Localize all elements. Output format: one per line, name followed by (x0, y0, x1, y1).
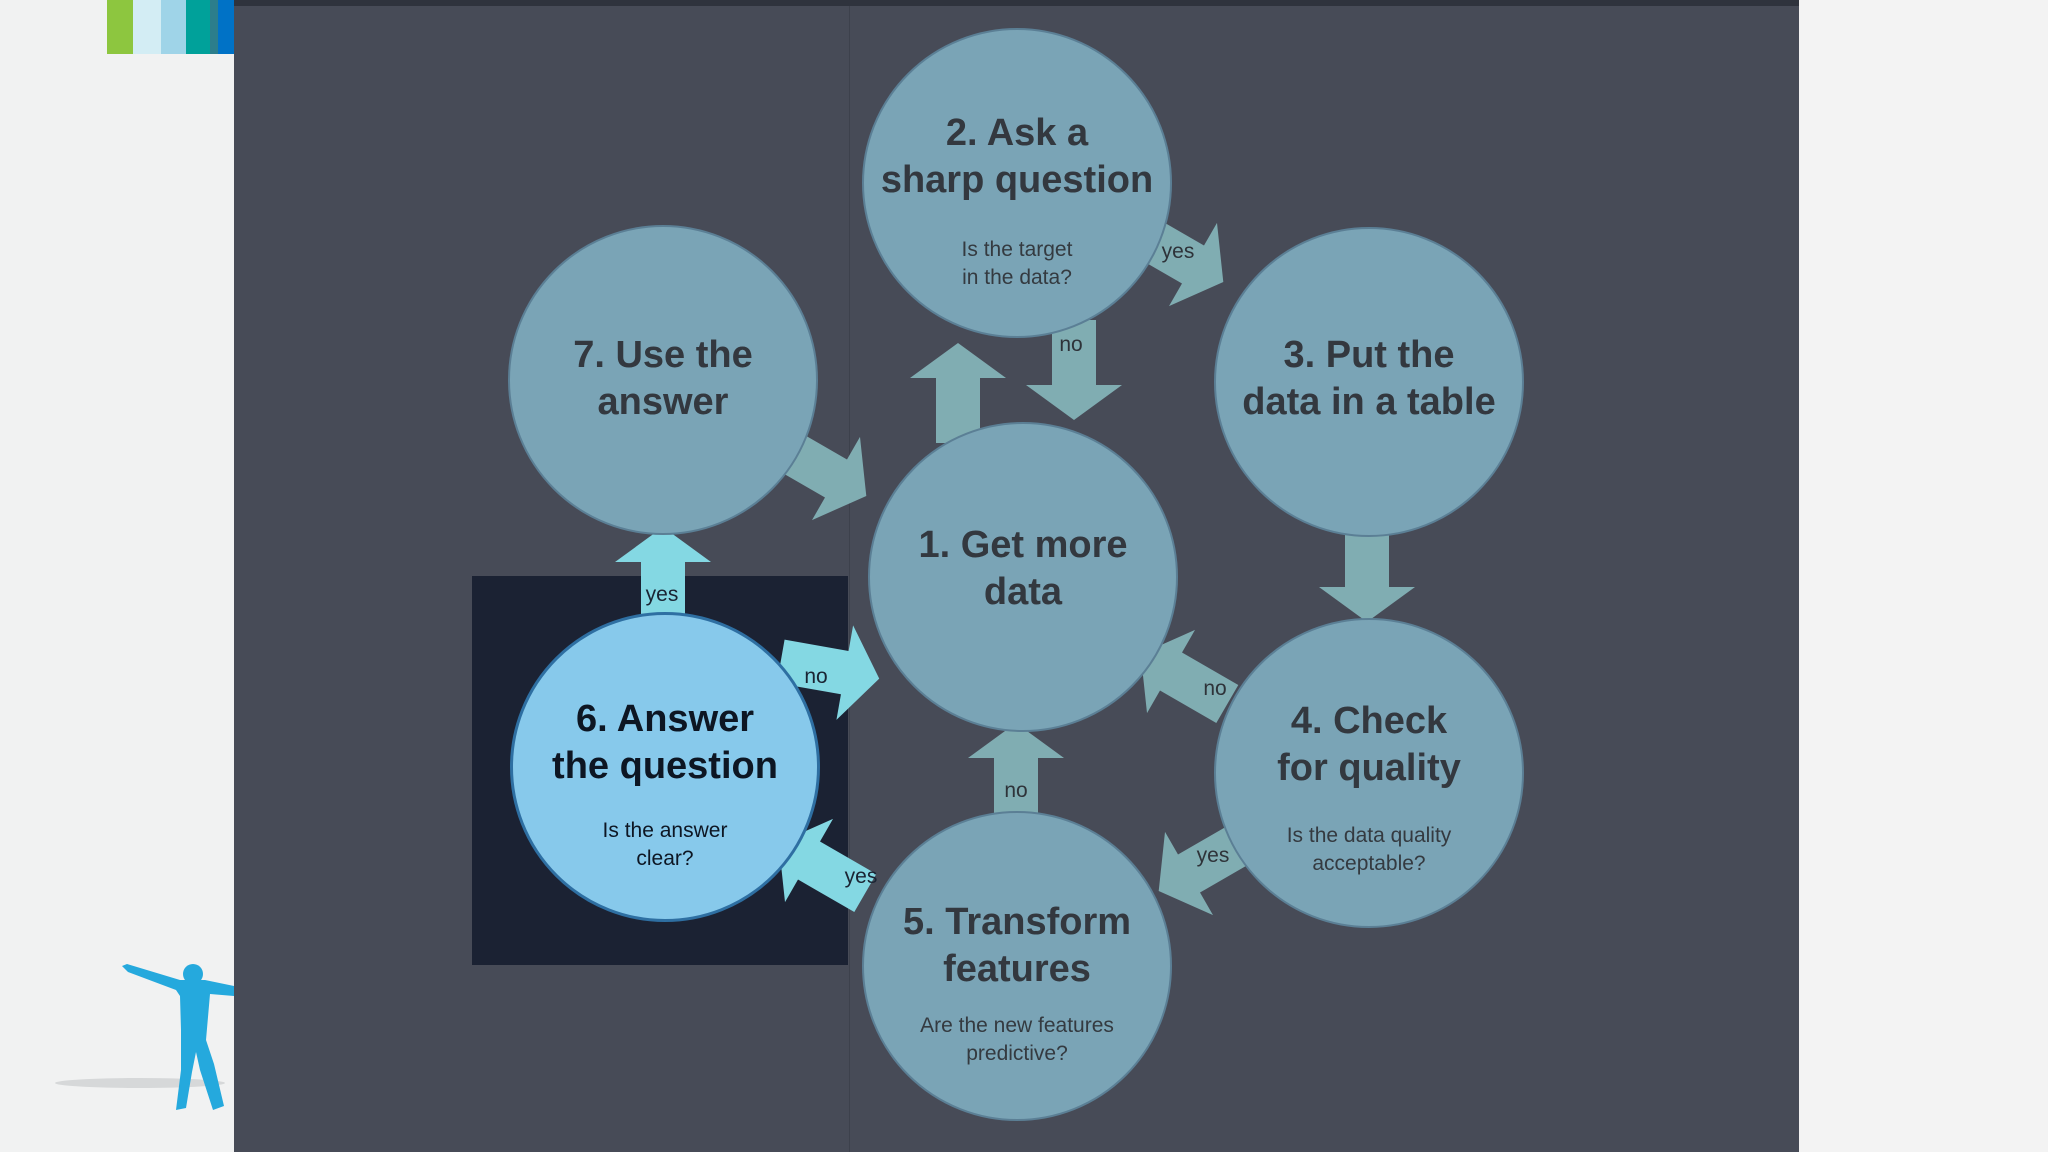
edge-label-transform-to-more-data: no (1004, 779, 1028, 802)
node-answer-question: 6. Answer the question Is the answer cle… (510, 612, 820, 922)
node-title: 7. Use the answer (573, 334, 753, 423)
node-transform-features: 5. Transform features Are the new featur… (862, 811, 1172, 1121)
arrow-question-to-more-data (1026, 320, 1122, 420)
node-question: Is the data quality acceptable? (1286, 824, 1452, 875)
node-title: 4. Check for quality (1277, 700, 1461, 789)
arrow-more-data-to-question (910, 343, 1006, 443)
node-title: 6. Answer the question (552, 698, 778, 787)
edge-label-answer-to-use: yes (645, 583, 679, 606)
node-question: Is the answer clear? (602, 819, 728, 870)
edge-label-quality-to-more-data: no (1203, 677, 1227, 700)
edge-label-transform-to-answer: yes (844, 865, 878, 888)
node-put-in-table: 3. Put the data in a table (1214, 227, 1524, 537)
diagram-slide: 1. Get more data 2. Ask a sharp question… (234, 0, 1799, 1152)
arrow-transform-to-more-data (968, 723, 1064, 823)
slide-seam (849, 6, 850, 1152)
edge-label-question-to-more-data: no (1059, 333, 1083, 356)
edge-label-answer-to-more-data: no (804, 665, 828, 688)
node-ask-question: 2. Ask a sharp question Is the target in… (862, 28, 1172, 338)
brand-stripe (186, 0, 210, 54)
brand-stripe (210, 0, 218, 54)
edge-label-question-to-table: yes (1161, 240, 1195, 263)
node-use-answer: 7. Use the answer (508, 225, 818, 535)
figure-icon (55, 964, 234, 1110)
node-title: 1. Get more data (918, 524, 1128, 613)
arrow-table-to-quality (1319, 522, 1415, 622)
left-margin (0, 0, 234, 1152)
brand-stripe (161, 0, 186, 54)
node-question: Is the target in the data? (961, 238, 1073, 289)
node-get-more-data: 1. Get more data (868, 422, 1178, 732)
figure-shadow (55, 1078, 225, 1088)
brand-stripe (218, 0, 234, 54)
arrow-answer-to-more-data (776, 625, 880, 720)
arrow-quality-to-more-data (1140, 629, 1239, 724)
node-check-quality: 4. Check for quality Is the data quality… (1214, 618, 1524, 928)
node-title: 2. Ask a sharp question (880, 112, 1154, 201)
node-question: Are the new features predictive? (920, 1014, 1114, 1065)
node-title: 5. Transform features (902, 901, 1132, 990)
figure-body (122, 964, 234, 1110)
arrow-transform-to-answer (778, 818, 877, 913)
brand-stripe (133, 0, 161, 54)
edge-label-quality-to-transform: yes (1196, 844, 1230, 867)
brand-stripe (107, 0, 133, 54)
node-title: 3. Put the data in a table (1242, 334, 1496, 423)
slide-top-edge (234, 0, 1799, 6)
arrow-answer-to-use (615, 527, 711, 627)
right-margin (1799, 0, 2048, 1152)
